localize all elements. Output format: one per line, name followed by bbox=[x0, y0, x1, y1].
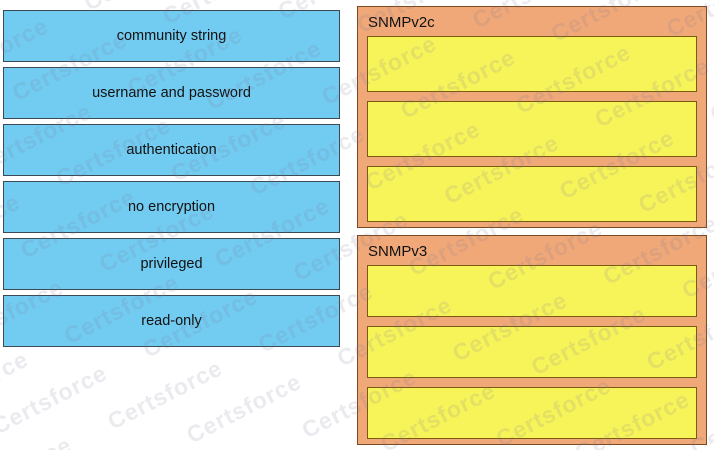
option-tile-label: authentication bbox=[126, 142, 217, 158]
option-tile-label: no encryption bbox=[127, 199, 216, 215]
option-tile-community-string[interactable]: community string bbox=[3, 10, 340, 62]
category-panel-snmpv2c[interactable]: SNMPv2c bbox=[357, 6, 707, 228]
option-tile-label: privileged bbox=[140, 256, 203, 272]
category-panel-title: SNMPv2c bbox=[368, 14, 435, 31]
option-tile-no-encryption[interactable]: no encryption bbox=[3, 181, 340, 233]
option-tile-label: username and password bbox=[92, 85, 251, 101]
dropzone-snmpv2c-3[interactable] bbox=[367, 166, 697, 222]
dropzone-snmpv2c-1[interactable] bbox=[367, 36, 697, 92]
dropzone-snmpv3-1[interactable] bbox=[367, 265, 697, 317]
category-panel-snmpv3[interactable]: SNMPv3 bbox=[357, 235, 707, 445]
dropzone-snmpv2c-2[interactable] bbox=[367, 101, 697, 157]
category-panel-title: SNMPv3 bbox=[368, 243, 428, 260]
options-column: community string username and password a… bbox=[3, 10, 340, 352]
option-tile-username-and-password[interactable]: username and password bbox=[3, 67, 340, 119]
option-tile-label: read-only bbox=[141, 313, 202, 329]
dropzone-snmpv3-3[interactable] bbox=[367, 387, 697, 439]
option-tile-privileged[interactable]: privileged bbox=[3, 238, 340, 290]
option-tile-read-only[interactable]: read-only bbox=[3, 295, 340, 347]
dropzone-snmpv3-2[interactable] bbox=[367, 326, 697, 378]
option-tile-label: community string bbox=[116, 28, 227, 44]
option-tile-authentication[interactable]: authentication bbox=[3, 124, 340, 176]
panels-column: SNMPv2c SNMPv3 bbox=[357, 6, 707, 445]
